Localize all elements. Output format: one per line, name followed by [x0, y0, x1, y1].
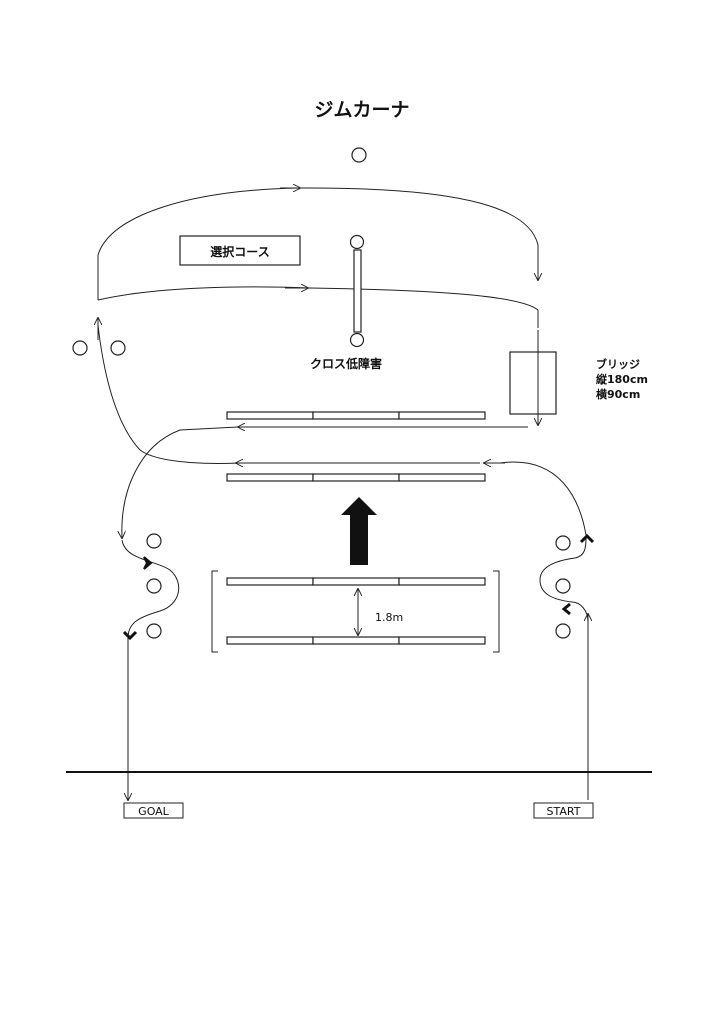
bridge-width: 横90cm: [596, 387, 640, 401]
plank-row1-b: [312, 411, 400, 420]
plank-row4-b: [312, 636, 400, 645]
plank-row1-c: [398, 411, 486, 420]
left-cone-2: [110, 340, 126, 356]
plank-row3-c: [398, 577, 486, 586]
left-slalom-cone-2: [146, 578, 162, 594]
bridge-length: 縦180cm: [596, 372, 648, 386]
left-slalom-cone-1: [146, 533, 162, 549]
left-chevron-right-icon: [143, 556, 153, 570]
right-bracket: [493, 570, 500, 653]
right-up-curve: [499, 461, 587, 536]
gap-label: 1.8m: [375, 611, 403, 624]
right-slalom-cone-3: [555, 623, 571, 639]
right-slalom-cone-2: [555, 578, 571, 594]
selection-course-box: [179, 235, 301, 266]
right-slalom-cone-1: [555, 535, 571, 551]
direction-arrow-icon: [341, 497, 377, 565]
bridge-box: [509, 351, 557, 415]
plank-row4-a: [226, 636, 314, 645]
right-chevron-left-icon: [561, 602, 571, 616]
left-bracket: [211, 570, 218, 653]
outer-top-path: [97, 187, 539, 300]
plank-row2-a: [226, 473, 314, 482]
cross-low-obstacle-bar: [353, 249, 362, 333]
plank-row3-b: [312, 577, 400, 586]
start-box: [533, 802, 594, 819]
bridge-label: ブリッジ: [596, 357, 640, 371]
left-down-curve: [122, 426, 239, 538]
right-slalom-path: [539, 537, 589, 800]
start-label: START: [547, 805, 581, 818]
plank-row3-a: [226, 577, 314, 586]
inner-loop-path: [97, 286, 539, 328]
left-chevron-down-icon: [122, 630, 138, 641]
right-chevron-up-icon: [579, 533, 595, 544]
diagram-title: ジムカーナ: [314, 99, 409, 121]
plank-row4-c: [398, 636, 486, 645]
plank-row1-a: [226, 411, 314, 420]
goal-box: [123, 802, 184, 819]
top-cone: [351, 147, 367, 163]
left-cone-1: [72, 340, 88, 356]
goal-label: GOAL: [138, 805, 170, 818]
plank-row2-b: [312, 473, 400, 482]
plank-row2-c: [398, 473, 486, 482]
obstacle-top-cone: [349, 234, 365, 250]
left-return-path: [97, 324, 480, 464]
obstacle-bottom-cone: [349, 332, 365, 348]
selection-course-label: 選択コース: [210, 244, 269, 259]
left-slalom-path: [121, 539, 180, 800]
left-slalom-cone-3: [146, 623, 162, 639]
cross-low-obstacle-label: クロス低障害: [310, 356, 382, 371]
